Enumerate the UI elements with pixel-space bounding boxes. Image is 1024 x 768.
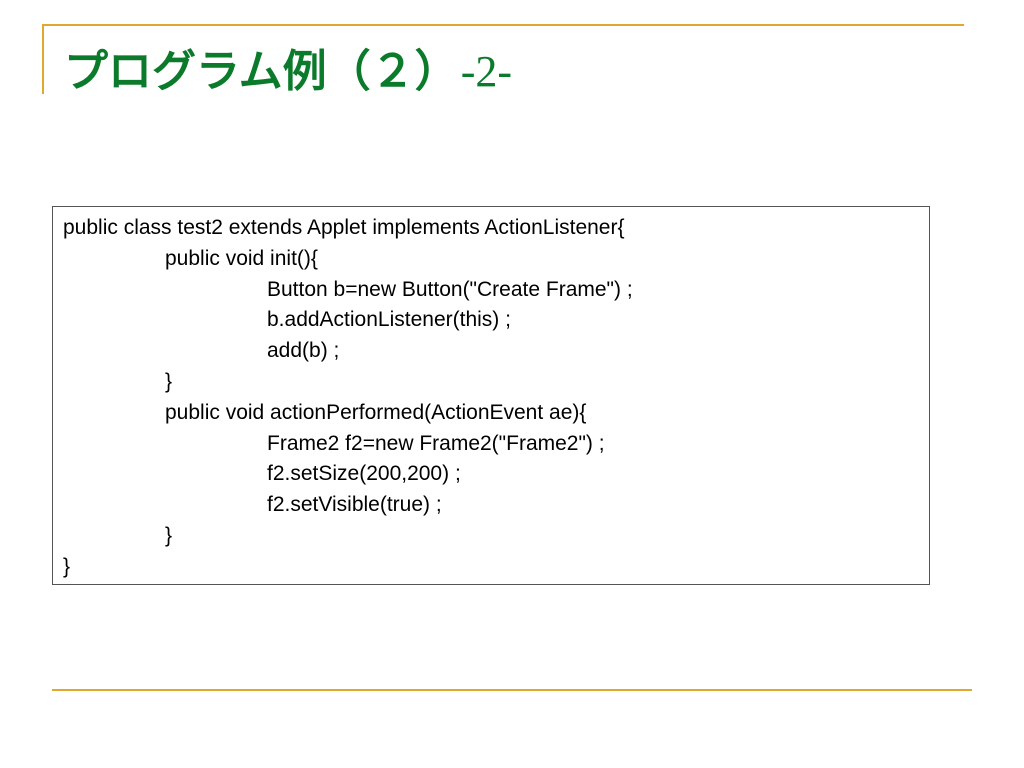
code-line: add(b) ; — [267, 339, 340, 363]
code-line: b.addActionListener(this) ; — [267, 308, 511, 332]
slide-title: プログラム例（２） -2- — [64, 32, 512, 112]
code-line: f2.setSize(200,200) ; — [267, 462, 461, 486]
code-line: public class test2 extends Applet implem… — [63, 216, 625, 239]
code-line: } — [165, 369, 173, 393]
code-line: Frame2 f2=new Frame2("Frame2") ; — [267, 431, 605, 455]
code-listing-box: public class test2 extends Applet implem… — [52, 206, 930, 585]
top-decorative-rule — [42, 24, 964, 26]
slide-title-suffix: -2- — [460, 47, 512, 96]
code-line: } — [63, 554, 71, 578]
code-line: public void init(){ — [165, 246, 318, 270]
code-line: public void actionPerformed(ActionEvent … — [165, 400, 587, 424]
code-line: Button b=new Button("Create Frame") ; — [267, 277, 633, 301]
code-line: f2.setVisible(true) ; — [267, 493, 442, 517]
code-line: } — [165, 523, 173, 547]
slide-title-main: プログラム例（２） — [64, 46, 459, 97]
bottom-decorative-rule — [52, 689, 972, 691]
left-decorative-rule — [42, 24, 44, 94]
